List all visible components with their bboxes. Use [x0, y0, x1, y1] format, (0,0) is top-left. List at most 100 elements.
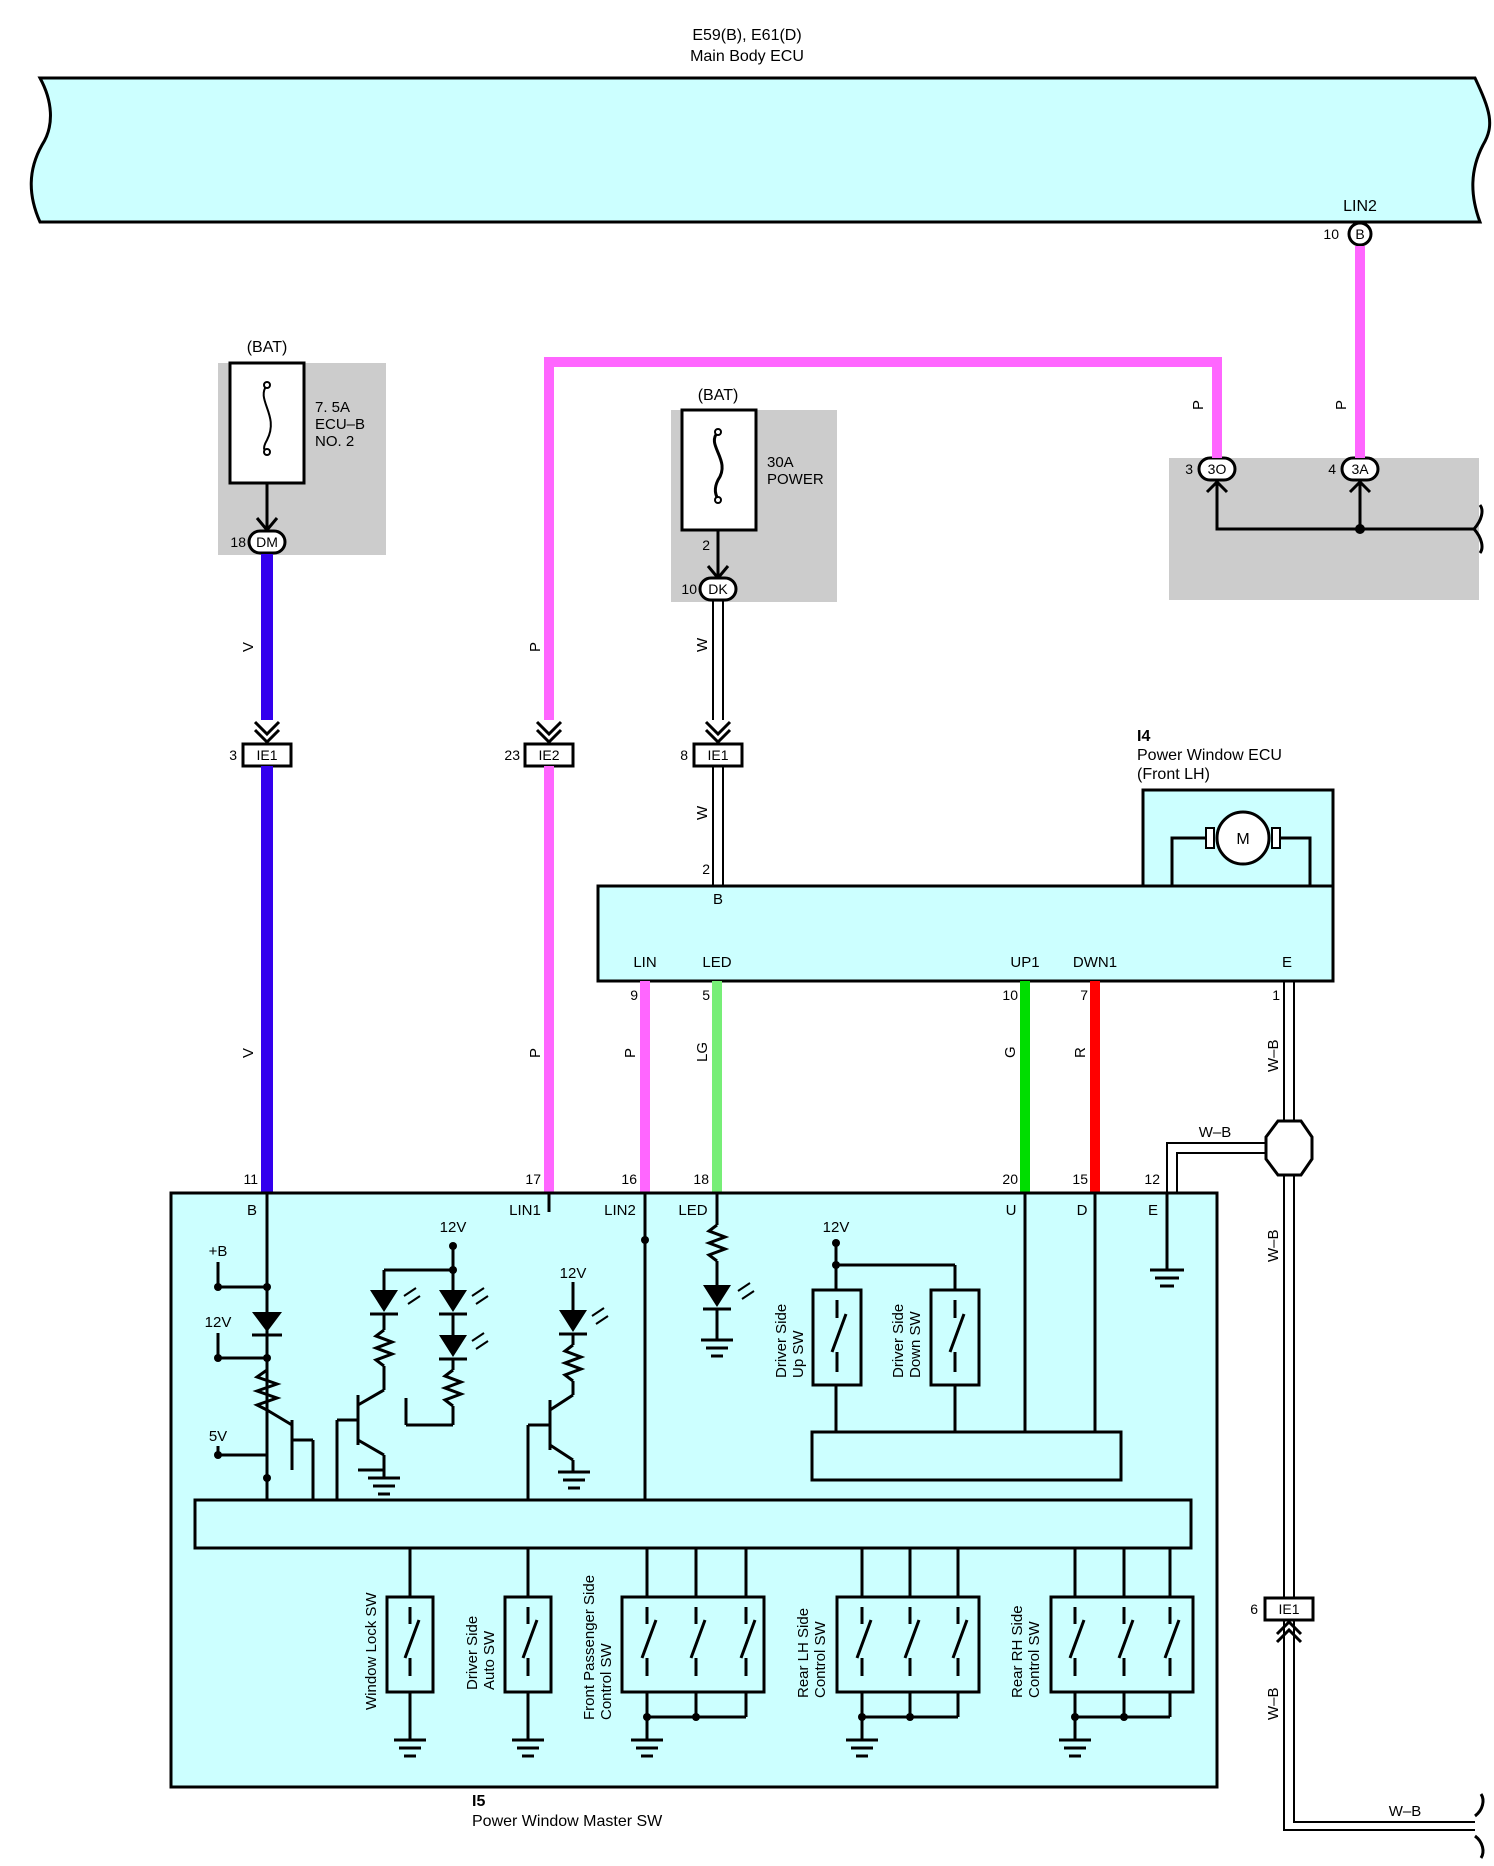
led-node-1 — [449, 1242, 457, 1250]
wire-label-wb-2: W–B — [1199, 1124, 1232, 1141]
pwecu-sub: (Front LH) — [1137, 766, 1210, 783]
driver-auto-label-1: Driver Side — [464, 1616, 481, 1690]
driver-down-switch-icon — [948, 1300, 966, 1372]
driver-up-label-1: Driver Side — [773, 1304, 790, 1378]
driver-down-label-1: Driver Side — [890, 1304, 907, 1378]
c1-id: IE1 — [256, 747, 277, 763]
driver-down-label-2: Down SW — [907, 1310, 924, 1378]
b-node-4 — [263, 1283, 271, 1291]
led-cluster-circuit — [335, 1246, 466, 1500]
pwecu-pin-dwn1: DWN1 — [1073, 954, 1117, 971]
wire-label-w-1: W — [694, 637, 711, 652]
ud-node-1 — [832, 1239, 840, 1247]
wire-wb-main — [1283, 981, 1475, 1831]
fp-node-1 — [643, 1713, 651, 1721]
fuse2-box — [680, 408, 758, 532]
driver-auto-switch-icon — [521, 1607, 539, 1740]
junction-continuation — [1472, 504, 1484, 554]
main-ecu-pin-label: LIN2 — [1343, 198, 1377, 215]
fuse2-terminal-bottom — [714, 496, 722, 504]
ground-icon-6 — [846, 1738, 878, 1758]
driver-down-switch — [929, 1288, 981, 1387]
led-icon-2 — [439, 1290, 467, 1312]
wire-label-wb-5: W–B — [1389, 1803, 1422, 1820]
rear-lh-label-1: Rear LH Side — [795, 1608, 812, 1698]
main-body-ecu-box — [29, 76, 1492, 224]
wire-label-p-4: P — [527, 1048, 544, 1058]
rear-rh-switch — [1049, 1595, 1195, 1694]
master-pin-d-no: 15 — [1072, 1171, 1088, 1187]
c2-id: IE2 — [538, 747, 559, 763]
supply-12v-3: 12V — [560, 1265, 587, 1282]
fuse1-name2: NO. 2 — [315, 433, 354, 450]
lin-node — [641, 1236, 649, 1244]
master-pin-lin1: LIN1 — [509, 1202, 541, 1219]
master-name: Power Window Master SW — [472, 1813, 663, 1830]
pwecu-name: Power Window ECU — [1137, 747, 1282, 764]
driver-up-switch-icon — [830, 1300, 848, 1372]
front-pass-label-1: Front Passenger Side — [581, 1575, 598, 1720]
pwecu-pin-lin: LIN — [633, 954, 656, 971]
front-pass-label-2: Control SW — [598, 1642, 615, 1720]
wire-label-r: R — [1072, 1047, 1089, 1058]
c4-no: 6 — [1250, 1601, 1258, 1617]
driver-auto-label-2: Auto SW — [481, 1630, 498, 1690]
junction-pin4: 4 — [1328, 461, 1336, 477]
fuse1-source: (BAT) — [247, 339, 288, 356]
pwecu-pin-up1-no: 10 — [1002, 987, 1018, 1003]
master-pin-e: E — [1148, 1202, 1158, 1219]
up-down-logic-box — [810, 1430, 1123, 1482]
fuse1-conn: DM — [256, 534, 278, 550]
led-emission-icons — [403, 1287, 489, 1350]
c2-no: 23 — [504, 747, 520, 763]
led-icon-5 — [703, 1285, 731, 1307]
pwecu-motor-brush-right — [1271, 827, 1281, 849]
supply-plus-b: +B — [209, 1243, 228, 1260]
supply-12v-4: 12V — [823, 1219, 850, 1236]
driver-up-label-2: Up SW — [790, 1330, 807, 1378]
c3-arrows — [704, 720, 732, 745]
window-lock-switch-icon — [403, 1607, 421, 1740]
master-pin-led: LED — [678, 1202, 707, 1219]
rr-node-2 — [1120, 1713, 1128, 1721]
master-pin-b-no: 11 — [243, 1171, 258, 1187]
pwecu-pin-led-no: 5 — [702, 987, 710, 1003]
fuse2-name: POWER — [767, 471, 824, 488]
fuse1-name1: ECU–B — [315, 416, 365, 433]
wire-label-lg: LG — [694, 1042, 711, 1062]
wire-label-v-1: V — [240, 642, 257, 652]
master-pin-u: U — [1006, 1202, 1017, 1219]
pwecu-motor-brush-left — [1205, 827, 1215, 849]
main-ecu-title: E59(B), E61(D) — [692, 27, 801, 44]
rear-lh-label-2: Control SW — [812, 1620, 829, 1698]
led-icon-1 — [370, 1290, 398, 1312]
wb-continuation — [1474, 1793, 1485, 1859]
pwecu-motor-leads — [1170, 836, 1312, 886]
led-node-2 — [449, 1266, 457, 1274]
master-pin-b: B — [247, 1202, 257, 1219]
b-pin-circuit — [218, 1193, 315, 1500]
b-node-6 — [263, 1474, 271, 1482]
fuse2-terminal-top — [714, 428, 722, 436]
c4-id: IE1 — [1278, 1601, 1299, 1617]
rear-lh-switch — [835, 1595, 981, 1694]
wire-label-wb-3: W–B — [1265, 1229, 1282, 1262]
front-passenger-switch — [620, 1595, 766, 1694]
junction-conn3: 3O — [1208, 461, 1227, 477]
led-emission-icon-4 — [591, 1307, 609, 1325]
fuse2-pin-no: 10 — [681, 581, 697, 597]
supply-12v-2: 12V — [440, 1219, 467, 1236]
supply-12v-1: 12V — [205, 1314, 232, 1331]
fuse1-terminal-bottom — [263, 448, 271, 456]
ground-icon-3 — [394, 1738, 426, 1758]
rl-node-1 — [858, 1713, 866, 1721]
b-node-5 — [263, 1354, 271, 1362]
wire-label-wb-4: W–B — [1265, 1687, 1282, 1720]
pwecu-box — [596, 884, 1335, 983]
fp-node-2 — [692, 1713, 700, 1721]
main-ecu-pin-no: 10 — [1323, 226, 1339, 242]
pwecu-pin-b-no: 2 — [702, 861, 710, 877]
pwecu-pin-led: LED — [702, 954, 731, 971]
junction-conn4: 3A — [1351, 461, 1369, 477]
